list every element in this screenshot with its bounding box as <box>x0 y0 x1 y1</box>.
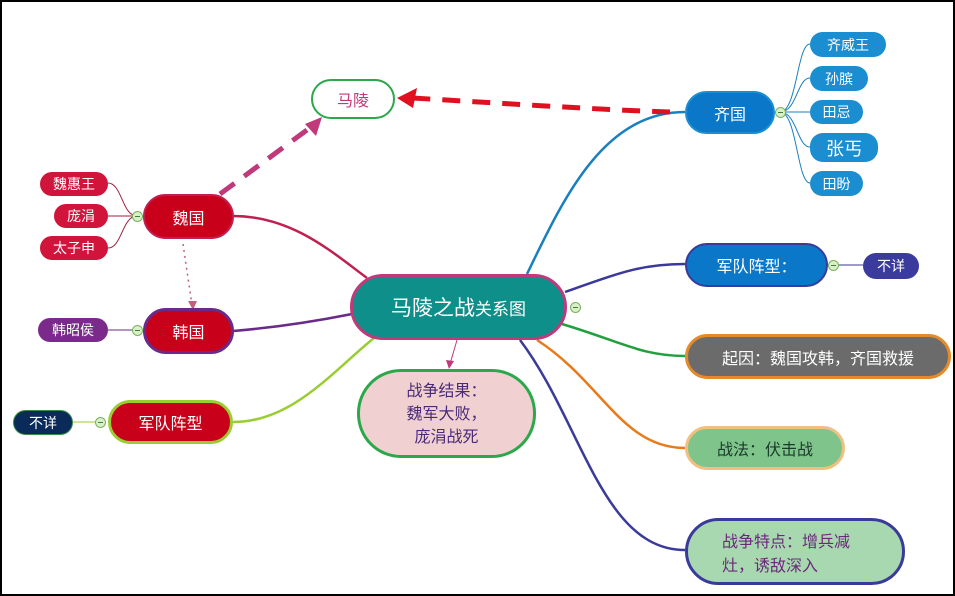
node-formation-right-detail[interactable]: 不详 <box>863 253 919 279</box>
node-qi-child[interactable]: 孙膑 <box>810 66 868 91</box>
collapse-toggle-qi[interactable] <box>775 107 786 118</box>
node-wei-child[interactable]: 魏惠王 <box>40 172 108 196</box>
node-formation-right[interactable]: 军队阵型： <box>685 243 828 287</box>
node-wei-child[interactable]: 太子申 <box>40 236 108 260</box>
node-qi[interactable]: 齐国 <box>685 91 775 134</box>
node-tactic[interactable]: 战法：伏击战 <box>685 426 845 470</box>
link-formation-left <box>232 337 375 424</box>
link-wei <box>232 214 368 280</box>
result-line-3: 庞涓战死 <box>414 427 479 446</box>
feature-line-1: 战争特点：增兵减 <box>722 531 851 551</box>
relation-arrow-wei-maling <box>218 127 309 197</box>
result-line-2: 魏军大败， <box>406 404 487 423</box>
link-formation-right <box>564 262 686 294</box>
collapse-toggle-formation-left[interactable] <box>95 417 106 428</box>
node-cause[interactable]: 起因：魏国攻韩，齐国救援 <box>685 334 951 379</box>
node-maling[interactable]: 马陵 <box>311 79 395 119</box>
central-topic-main: 马陵之战 <box>391 296 475 320</box>
collapse-toggle-wei[interactable] <box>132 211 143 222</box>
link-tactic <box>536 338 686 450</box>
node-formation-left[interactable]: 军队阵型 <box>108 400 233 444</box>
link-han <box>232 312 353 333</box>
link-feature <box>519 339 686 552</box>
collapse-toggle-formation-right[interactable] <box>828 260 839 271</box>
relation-arrow-qi-maling <box>411 95 671 115</box>
node-qi-child[interactable]: 田忌 <box>810 100 863 124</box>
central-topic[interactable]: 马陵之战关系图 <box>350 274 567 340</box>
node-feature[interactable]: 战争特点：增兵减 灶，诱敌深入 <box>685 518 905 585</box>
node-han-child[interactable]: 韩昭侯 <box>38 318 108 342</box>
relation-arrow-center-result <box>449 339 458 365</box>
node-han[interactable]: 韩国 <box>143 308 234 354</box>
node-wei[interactable]: 魏国 <box>143 194 234 239</box>
arrowhead-maling <box>397 88 417 108</box>
collapse-toggle-han[interactable] <box>132 325 143 336</box>
feature-line-2: 灶，诱敌深入 <box>722 555 819 575</box>
central-topic-sub: 关系图 <box>475 299 526 320</box>
node-qi-child[interactable]: 齐威王 <box>810 32 886 57</box>
link-qi <box>525 110 686 275</box>
node-wei-child[interactable]: 庞涓 <box>54 204 108 228</box>
relation-arrow-wei-han <box>182 243 193 306</box>
result-line-1: 战争结果： <box>406 381 487 400</box>
link-cause <box>561 322 686 358</box>
collapse-toggle-center[interactable] <box>570 302 581 313</box>
node-qi-child[interactable]: 张丐 <box>810 133 878 162</box>
node-result[interactable]: 战争结果： 魏军大败， 庞涓战死 <box>357 369 536 458</box>
node-formation-left-detail[interactable]: 不详 <box>13 410 73 435</box>
node-qi-child[interactable]: 田盼 <box>810 171 863 196</box>
